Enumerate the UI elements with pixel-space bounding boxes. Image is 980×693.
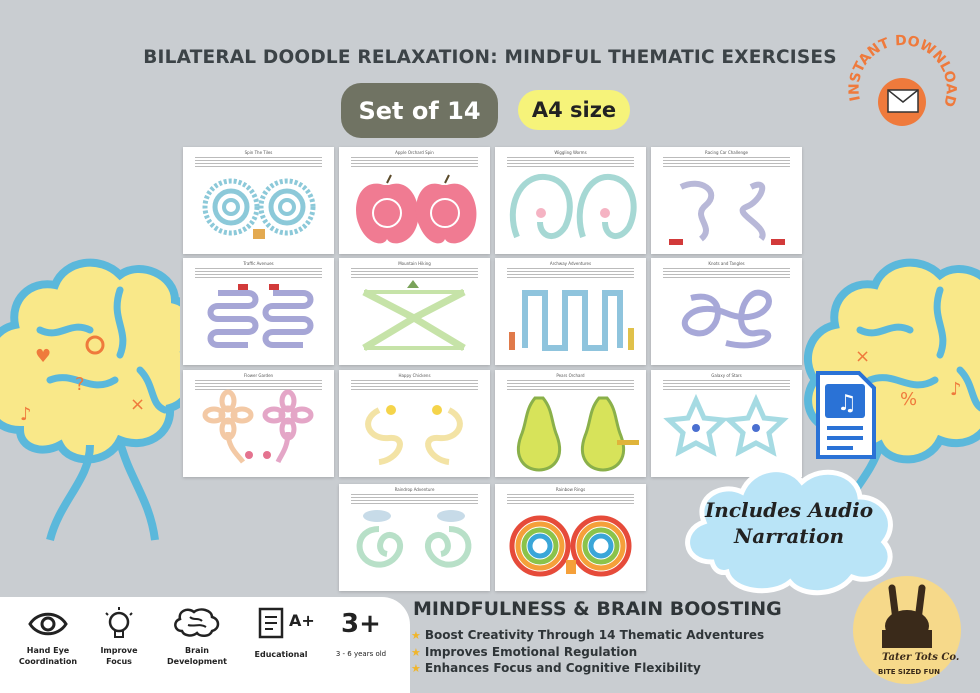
page-title: BILATERAL DOODLE RELAXATION: MINDFUL THE…: [143, 47, 837, 68]
feature-label: Focus: [106, 657, 132, 666]
svg-text:×: ×: [855, 346, 870, 367]
feature-label: Brain: [185, 646, 209, 655]
feature-improve-focus: Improve Focus: [86, 605, 152, 687]
star-icon: ★: [411, 645, 421, 659]
svg-text:?: ?: [75, 374, 85, 395]
worksheet-card[interactable]: Pears Orchard: [495, 370, 646, 477]
brand-name: Tater Tots Co.: [882, 652, 959, 663]
document-icon: [258, 607, 284, 639]
feature-brain-development: Brain Development: [160, 605, 234, 687]
svg-text:×: ×: [130, 394, 145, 415]
feature-label: Improve: [100, 646, 138, 655]
benefit-item: ★Improves Emotional Regulation: [411, 645, 638, 659]
worksheet-title: Happy Chickens: [398, 373, 431, 378]
bunny-mascot-icon: Tater Tots Co. BITE SIZED FUN: [853, 576, 961, 684]
worksheet-card[interactable]: Racing Car Challenge: [651, 147, 802, 254]
worksheet-title: Mountain Hiking: [398, 261, 431, 266]
brain-illustration-left: ♥ ? ♪ ×: [0, 258, 180, 542]
brand-logo: Tater Tots Co. BITE SIZED FUN: [842, 568, 972, 688]
worksheet-card[interactable]: Spin The Tiles: [183, 147, 334, 254]
worksheet-card[interactable]: Traffic Avenues: [183, 258, 334, 365]
worksheet-card[interactable]: Happy Chickens: [339, 370, 490, 477]
eye-icon: [28, 612, 68, 636]
worksheet-card[interactable]: Knots and Tangles: [651, 258, 802, 365]
worksheet-title: Wiggling Worms: [554, 150, 587, 155]
feature-label: Development: [167, 657, 227, 666]
feature-label: 3 - 6 years old: [335, 650, 387, 658]
audio-narration-cloud: [685, 467, 893, 596]
lightbulb-icon: [105, 607, 133, 638]
worksheet-card[interactable]: Wiggling Worms: [495, 147, 646, 254]
audio-narration-line2: Narration: [734, 524, 844, 548]
features-panel: [0, 597, 410, 693]
svg-text:♪: ♪: [950, 379, 962, 400]
feature-educational: A+ Educational: [245, 605, 327, 687]
worksheet-card[interactable]: Archway Adventures: [495, 258, 646, 365]
audio-narration-line1: Includes Audio: [704, 498, 874, 522]
worksheet-title: Archway Adventures: [549, 261, 592, 266]
feature-label: Educational: [254, 650, 308, 659]
worksheet-title: Knots and Tangles: [708, 261, 745, 266]
worksheet-title: Racing Car Challenge: [705, 150, 748, 155]
feature-label: Hand Eye: [26, 646, 70, 655]
set-count-badge: Set of 14: [341, 83, 498, 138]
worksheet-title: Rainbow Rings: [555, 487, 586, 492]
envelope-mascot-icon: INSTANT DOWNLOAD: [847, 33, 959, 126]
brand-tagline: BITE SIZED FUN: [878, 668, 940, 676]
grade-mark: A+: [289, 611, 315, 630]
worksheet-title: Traffic Avenues: [243, 261, 274, 266]
worksheet-title: Flower Garden: [243, 373, 274, 378]
worksheet-card[interactable]: Rainbow Rings: [495, 484, 646, 591]
worksheet-card[interactable]: Raindrop Adventure: [339, 484, 490, 591]
age-icon: 3+: [341, 609, 381, 639]
svg-text:%: %: [900, 389, 917, 410]
worksheet-title: Raindrop Adventure: [394, 487, 435, 492]
worksheet-title: Galaxy of Stars: [711, 373, 742, 378]
benefit-item: ★Boost Creativity Through 14 Thematic Ad…: [411, 628, 765, 642]
svg-text:♫: ♫: [837, 391, 857, 416]
worksheet-card[interactable]: Flower Garden: [183, 370, 334, 477]
paper-size-badge: A4 size: [518, 90, 630, 130]
worksheet-card[interactable]: Mountain Hiking: [339, 258, 490, 365]
worksheet-title: Pears Orchard: [556, 373, 585, 378]
star-icon: ★: [411, 661, 421, 675]
benefit-item: ★Enhances Focus and Cognitive Flexibilit…: [411, 661, 701, 675]
worksheet-title: Apple Orchard Spin: [395, 150, 434, 155]
instant-download-badge: INSTANT DOWNLOAD: [842, 30, 962, 150]
worksheet-card[interactable]: Apple Orchard Spin: [339, 147, 490, 254]
feature-age: 3+ 3 - 6 years old: [326, 605, 396, 687]
feature-label: Coordination: [18, 657, 78, 666]
brain-icon: [174, 608, 220, 637]
benefits-title: MINDFULNESS & BRAIN BOOSTING: [413, 598, 782, 620]
svg-text:♥: ♥: [35, 346, 51, 367]
star-icon: ★: [411, 628, 421, 642]
feature-hand-eye: Hand Eye Coordination: [10, 605, 86, 687]
audio-file-icon: ♫: [815, 370, 877, 460]
worksheet-title: Spin The Tiles: [244, 150, 273, 155]
svg-text:♪: ♪: [20, 404, 32, 425]
worksheet-card[interactable]: Galaxy of Stars: [651, 370, 802, 477]
